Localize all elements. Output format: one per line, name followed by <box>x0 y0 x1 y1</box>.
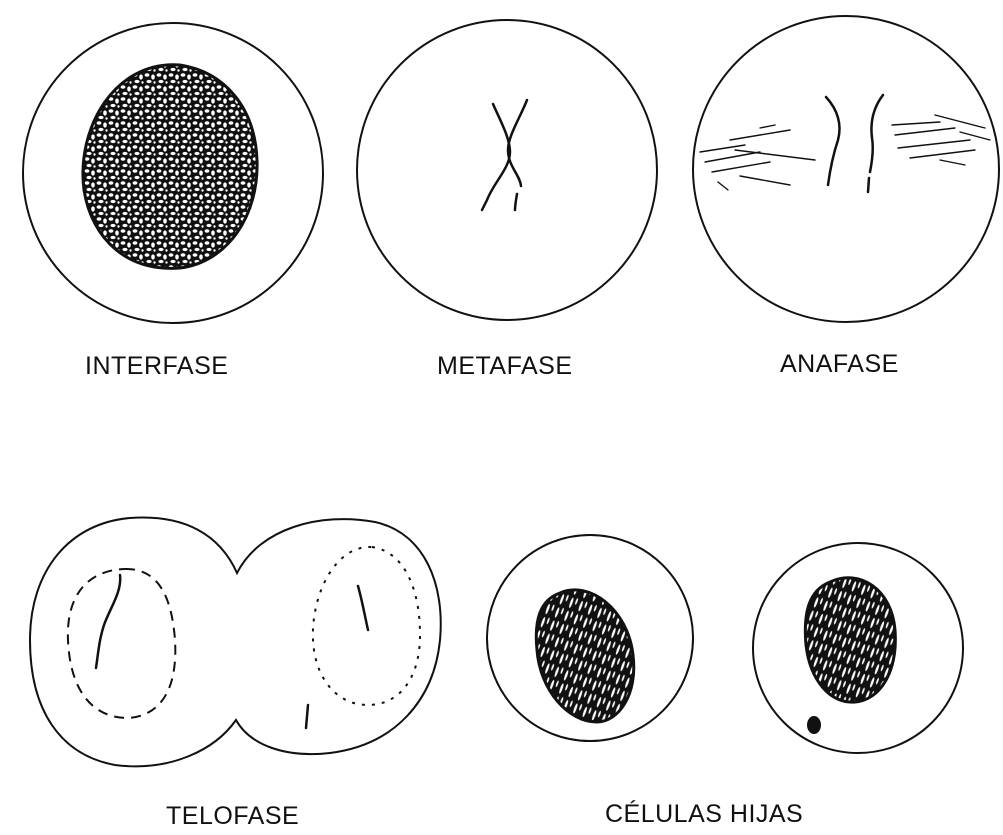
daughter-cell-left-nucleus <box>536 590 634 722</box>
metafase-chromosomes <box>482 100 527 210</box>
telofase-cell <box>30 518 441 767</box>
label-interfase: INTERFASE <box>85 352 228 381</box>
label-celulas-hijas: CÉLULAS HIJAS <box>605 800 803 829</box>
anafase-membrane <box>693 16 999 322</box>
label-telofase: TELOFASE <box>166 802 299 831</box>
metafase-membrane <box>357 20 657 320</box>
label-metafase: METAFASE <box>437 352 573 381</box>
interfase-cell <box>23 23 323 323</box>
telofase-nucleus-left <box>68 569 175 718</box>
interfase-nucleus <box>83 65 257 269</box>
telofase-membrane <box>30 518 441 767</box>
telofase-chromosome-right <box>358 586 368 630</box>
anafase-chromosomes <box>826 95 883 192</box>
anafase-spindle-fibers <box>700 115 990 190</box>
telofase-chromosome-fragment <box>306 705 308 728</box>
celulas-hijas-cells <box>487 535 963 753</box>
daughter-cell-right-nucleus <box>805 578 895 702</box>
telofase-chromosome-left <box>96 575 120 668</box>
daughter-cell-right-dot <box>807 716 821 734</box>
label-anafase: ANAFASE <box>780 350 899 379</box>
anafase-cell <box>693 16 999 322</box>
metafase-cell <box>357 20 657 320</box>
